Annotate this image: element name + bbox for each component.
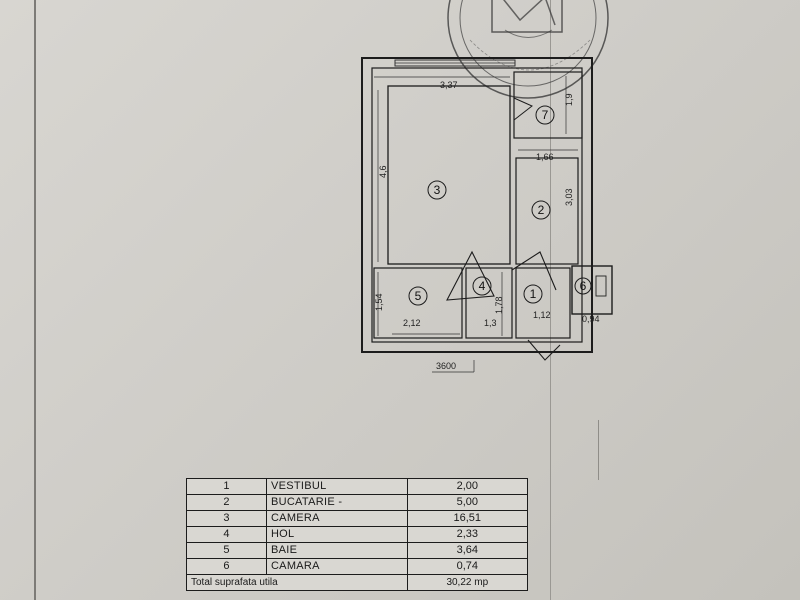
total-value: 30,22 mp [406, 574, 529, 591]
room-number-3: 3 [434, 183, 441, 197]
room-name-cell: CAMERA [265, 510, 408, 527]
room-number-cell: 1 [186, 478, 267, 495]
room-number-7: 7 [542, 108, 549, 122]
room-name-cell: BUCATARIE - [265, 494, 408, 511]
room-number-6: 6 [580, 279, 587, 293]
paper-mark [598, 420, 599, 480]
dimension-lines [374, 76, 578, 373]
room-number-cell: 5 [186, 542, 267, 559]
room-name-cell: VESTIBUL [265, 478, 408, 495]
room-name-cell: HOL [265, 526, 408, 543]
room-number-cell: 4 [186, 526, 267, 543]
total-label: Total suprafata utila [186, 574, 408, 591]
table-row: 2 BUCATARIE - 5,00 [186, 494, 529, 511]
room-marker-1: 1 [523, 284, 543, 304]
room-marker-2: 2 [531, 200, 551, 220]
room-marker-4: 4 [472, 276, 492, 296]
room-area-cell: 0,74 [406, 558, 529, 575]
room-2-outline [515, 157, 579, 265]
room-4-outline [465, 267, 513, 339]
room-number-cell: 2 [186, 494, 267, 511]
fixture [595, 275, 607, 297]
room-area-cell: 2,33 [406, 526, 529, 543]
room-number-5: 5 [415, 289, 422, 303]
room-marker-5: 5 [408, 286, 428, 306]
dim-left-height: 4,6 [378, 165, 388, 178]
door-swing [446, 250, 495, 301]
dim-room4-height: 1,78 [494, 296, 504, 314]
dim-room6-width: 0,94 [582, 314, 600, 324]
room-marker-7: 7 [535, 105, 555, 125]
dim-bottom-mark: 3600 [436, 361, 456, 371]
outer-walls [361, 57, 593, 353]
dim-room7-height: 1,9 [564, 93, 574, 106]
room-number-4: 4 [479, 279, 486, 293]
paper-fold-line [34, 0, 36, 600]
room-area-cell: 2,00 [406, 478, 529, 495]
total-row: Total suprafata utila 30,22 mp [186, 574, 529, 591]
dim-room5-width: 2,12 [403, 318, 421, 328]
room-name-cell: CAMARA [265, 558, 408, 575]
room-area-cell: 3,64 [406, 542, 529, 559]
room-marker-3: 3 [427, 180, 447, 200]
dim-room1-width: 1,12 [533, 310, 551, 320]
room-number-1: 1 [530, 287, 537, 301]
table-row: 3 CAMERA 16,51 [186, 510, 529, 527]
dim-room5-height: 1,54 [374, 293, 384, 311]
room-marker-6: 6 [574, 277, 592, 295]
table-row: 1 VESTIBUL 2,00 [186, 478, 529, 495]
dim-room2-height: 3,03 [564, 188, 574, 206]
room-3-outline [387, 85, 511, 265]
room-number-2: 2 [538, 203, 545, 217]
room-5-outline [373, 267, 463, 339]
door-swing [511, 251, 557, 291]
room-area-table: 1 VESTIBUL 2,00 2 BUCATARIE - 5,00 3 CAM… [186, 478, 529, 591]
room-area-cell: 5,00 [406, 494, 529, 511]
window-top [394, 59, 516, 67]
dim-room2-width: 1,66 [536, 152, 554, 162]
room-1-outline [515, 267, 571, 339]
dim-room4-width: 1,3 [484, 318, 497, 328]
table-row: 4 HOL 2,33 [186, 526, 529, 543]
door-swing [527, 339, 561, 361]
dim-top-width: 3,37 [440, 80, 458, 90]
room-name-cell: BAIE [265, 542, 408, 559]
room-6-outline [571, 265, 613, 315]
room-number-cell: 6 [186, 558, 267, 575]
table-row: 6 CAMARA 0,74 [186, 558, 529, 575]
door-swing [513, 97, 533, 122]
room-area-cell: 16,51 [406, 510, 529, 527]
paper-fold-line [550, 0, 551, 600]
table-row: 5 BAIE 3,64 [186, 542, 529, 559]
room-number-cell: 3 [186, 510, 267, 527]
official-stamp [447, 0, 609, 99]
